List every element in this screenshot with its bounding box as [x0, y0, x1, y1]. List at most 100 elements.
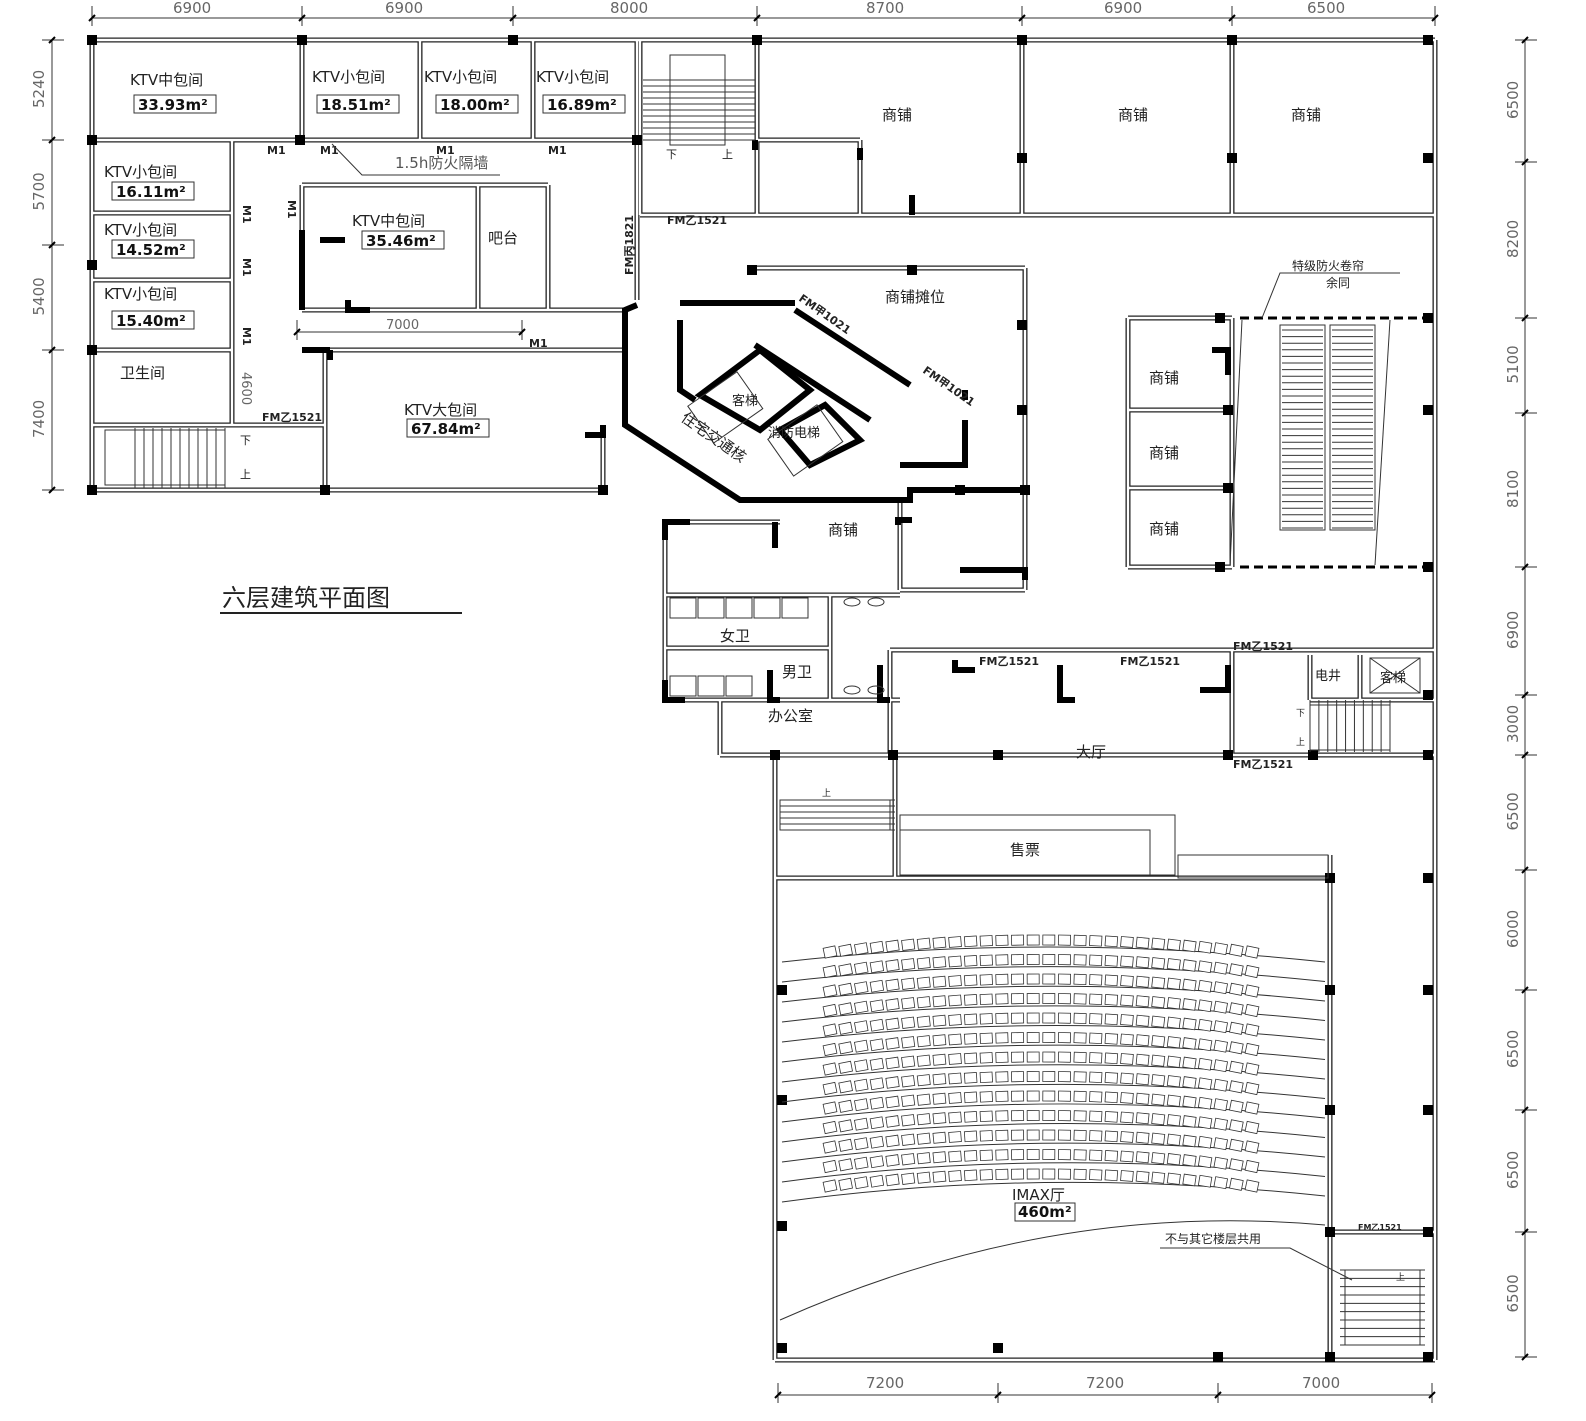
seat — [1011, 1110, 1025, 1122]
ticket-counter — [899, 814, 1329, 879]
dim-tick-mark — [48, 486, 56, 494]
room-name: KTV小包间 — [312, 68, 385, 86]
dim-tick-mark — [48, 346, 56, 354]
seat — [1229, 1002, 1244, 1016]
seat — [885, 1115, 900, 1128]
seat — [995, 1012, 1009, 1025]
seat — [854, 1020, 869, 1034]
seat — [979, 1052, 993, 1064]
column — [1325, 1227, 1335, 1237]
seat — [1057, 1110, 1071, 1122]
seat — [1042, 1168, 1056, 1180]
seat — [1089, 1169, 1103, 1181]
seat — [1089, 1032, 1103, 1045]
seat — [838, 1060, 853, 1074]
seat — [1244, 1023, 1260, 1037]
column — [1423, 690, 1433, 700]
seat — [1244, 1120, 1260, 1135]
seat — [1120, 1053, 1134, 1065]
seat — [1197, 1018, 1213, 1032]
seat — [916, 1171, 931, 1184]
seat — [1213, 1078, 1228, 1092]
seat — [1042, 954, 1056, 965]
seat — [1244, 1159, 1260, 1174]
door-tag: FM乙1521 — [667, 214, 727, 227]
seat — [1182, 1154, 1197, 1167]
structural-wall — [767, 670, 780, 703]
column — [1215, 313, 1225, 323]
seat — [1151, 1074, 1166, 1087]
structural-wall — [960, 567, 1028, 580]
seat — [1213, 1156, 1228, 1170]
dim-tick-mark — [88, 14, 96, 22]
seat — [1197, 1116, 1213, 1130]
seat — [869, 979, 885, 993]
seat — [1229, 1080, 1244, 1094]
door-tag: M1 — [320, 144, 339, 157]
door-tag: FM乙1521 — [1233, 758, 1293, 771]
seat — [1104, 1130, 1119, 1143]
seat — [963, 955, 978, 967]
seat — [932, 936, 947, 949]
column — [1325, 985, 1335, 995]
same-note: 余同 — [1326, 275, 1350, 290]
seat — [1104, 1150, 1119, 1162]
room-name: 商铺 — [1149, 444, 1179, 462]
column — [777, 1343, 787, 1353]
seat — [1073, 1012, 1087, 1025]
seat — [1244, 1140, 1260, 1154]
column — [295, 135, 305, 145]
room-name: KTV小包间 — [104, 163, 177, 181]
seat — [1026, 1051, 1040, 1063]
seat — [1213, 1059, 1228, 1073]
stair-treads — [1309, 700, 1391, 752]
seat — [916, 1015, 931, 1028]
dim-top: 8000 — [610, 0, 648, 17]
seat — [1151, 976, 1166, 989]
seat — [822, 1179, 838, 1193]
seat — [869, 999, 885, 1013]
seat — [1042, 1051, 1056, 1063]
seat — [1213, 1137, 1228, 1151]
dim-tick-mark — [1521, 1353, 1529, 1361]
dim-bottom: 7200 — [1086, 1374, 1124, 1392]
column — [747, 265, 757, 275]
seat — [1073, 1090, 1087, 1103]
seat — [1229, 1021, 1244, 1035]
seat — [1089, 954, 1103, 967]
dim-tick-mark — [1521, 158, 1529, 166]
column — [297, 35, 307, 45]
seat — [901, 1075, 916, 1088]
seat — [1011, 1012, 1025, 1024]
seat — [1244, 984, 1260, 998]
dim-left: 5400 — [30, 277, 48, 315]
seat — [979, 1149, 993, 1162]
sink — [843, 597, 861, 607]
seat — [1057, 993, 1071, 1005]
seat — [1244, 1179, 1260, 1193]
column — [1423, 985, 1433, 995]
seat — [1166, 1133, 1181, 1146]
seat — [1011, 1129, 1025, 1141]
seat — [1026, 1032, 1040, 1043]
sink — [867, 597, 885, 607]
seat — [995, 993, 1009, 1005]
seat — [1135, 1014, 1150, 1027]
seat — [1011, 1149, 1025, 1161]
seat — [932, 1112, 947, 1125]
seat — [995, 1129, 1009, 1142]
seat — [901, 1114, 916, 1127]
seat — [948, 1170, 962, 1182]
seat — [1026, 1090, 1040, 1102]
column — [993, 1343, 1003, 1353]
dim-tick-mark — [1521, 1228, 1529, 1236]
structural-wall — [753, 342, 872, 423]
column — [1325, 1105, 1335, 1115]
seat — [1213, 981, 1228, 995]
seat — [1229, 982, 1244, 996]
structural-wall — [877, 665, 890, 703]
room-name: 商铺 — [1149, 520, 1179, 538]
seat — [1120, 955, 1134, 968]
dim-left: 7400 — [30, 400, 48, 438]
dim-inner: 4600 — [238, 372, 253, 405]
